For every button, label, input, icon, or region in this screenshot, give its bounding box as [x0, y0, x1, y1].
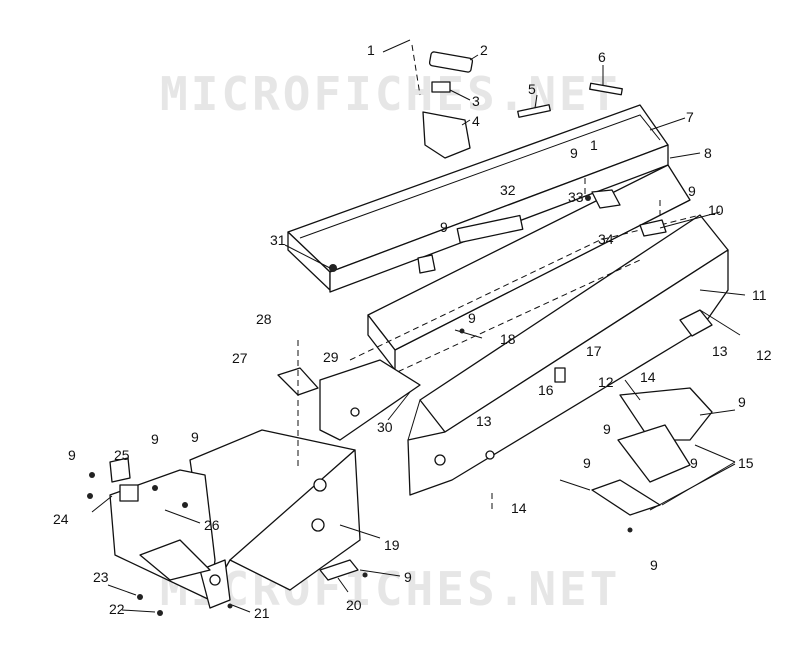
callout-19: 19	[384, 537, 400, 553]
callout-11: 11	[752, 287, 767, 303]
callout-20: 20	[346, 597, 362, 613]
callout-21: 21	[254, 605, 270, 621]
callout-9m: 9	[68, 447, 76, 463]
callout-9a: 9	[570, 145, 578, 161]
upper-tray-frame	[287, 104, 691, 371]
callout-23: 23	[93, 569, 109, 585]
callout-5: 5	[528, 81, 536, 97]
callout-18: 18	[500, 331, 516, 347]
clip-10	[639, 219, 667, 237]
bracket-15	[617, 424, 691, 483]
callout-4: 4	[472, 113, 480, 129]
callout-6: 6	[598, 49, 606, 65]
knob-9	[417, 254, 436, 274]
callout-17: 17	[586, 343, 602, 359]
leader-lines	[91, 39, 746, 613]
cap-2	[428, 51, 474, 73]
watermark-top: MICROFICHES.NET	[160, 67, 620, 121]
callout-9d: 9	[468, 310, 476, 326]
callout-9b: 9	[688, 183, 696, 199]
callout-25: 25	[114, 447, 130, 463]
callout-13b: 13	[476, 413, 492, 429]
callout-7: 7	[686, 109, 694, 125]
callout-12b: 12	[598, 374, 614, 390]
callout-34: 34	[598, 231, 614, 247]
callout-9c: 9	[440, 219, 448, 235]
callout-14b: 14	[511, 500, 527, 516]
callout-33: 33	[568, 189, 584, 205]
cover-4	[422, 111, 471, 159]
lower-tub-assembly	[109, 429, 361, 609]
callout-1: 1	[367, 42, 375, 58]
plate-17	[554, 367, 566, 383]
rivet-31	[329, 264, 337, 272]
plate-15b	[591, 479, 661, 516]
callout-8: 8	[704, 145, 712, 161]
callout-9k: 9	[650, 557, 658, 573]
pad-3	[431, 81, 451, 93]
callout-9g: 9	[583, 455, 591, 471]
callout-32: 32	[500, 182, 516, 198]
main-chassis-box	[349, 214, 729, 496]
callout-30: 30	[377, 419, 393, 435]
callout-9j: 9	[191, 429, 199, 445]
callout-13a: 13	[712, 343, 728, 359]
callout-9f: 9	[603, 421, 611, 437]
callout-29: 29	[323, 349, 339, 365]
callout-3: 3	[472, 93, 480, 109]
callout-28: 28	[256, 311, 272, 327]
latch-34	[591, 189, 621, 209]
callout-24: 24	[53, 511, 69, 527]
callout-31: 31	[270, 232, 286, 248]
bracket-20	[319, 559, 359, 581]
callout-9e: 9	[738, 394, 746, 410]
callout-16: 16	[538, 382, 554, 398]
callout-9i: 9	[151, 431, 159, 447]
callout-27: 27	[232, 350, 248, 366]
callout-15: 15	[738, 455, 754, 471]
strip-6	[589, 82, 623, 96]
side-panel-29	[319, 359, 421, 441]
strip-5	[517, 104, 551, 118]
grate-32	[456, 214, 524, 244]
callout-26: 26	[204, 517, 220, 533]
callout-10: 10	[708, 202, 724, 218]
callout-22: 22	[109, 601, 125, 617]
callout-9h: 9	[690, 455, 698, 471]
callout-14a: 14	[640, 369, 656, 385]
bracket-25	[119, 484, 139, 502]
callout-1b: 1	[590, 137, 598, 153]
fastener-dots	[87, 195, 633, 616]
callout-12a: 12	[756, 347, 772, 363]
callout-9l: 9	[404, 569, 412, 585]
callout-2: 2	[480, 42, 488, 58]
callout-labels: 1 2 3 4 5 6 7 1 8 9 9 33 32 34 10 9 31 1…	[53, 42, 772, 621]
